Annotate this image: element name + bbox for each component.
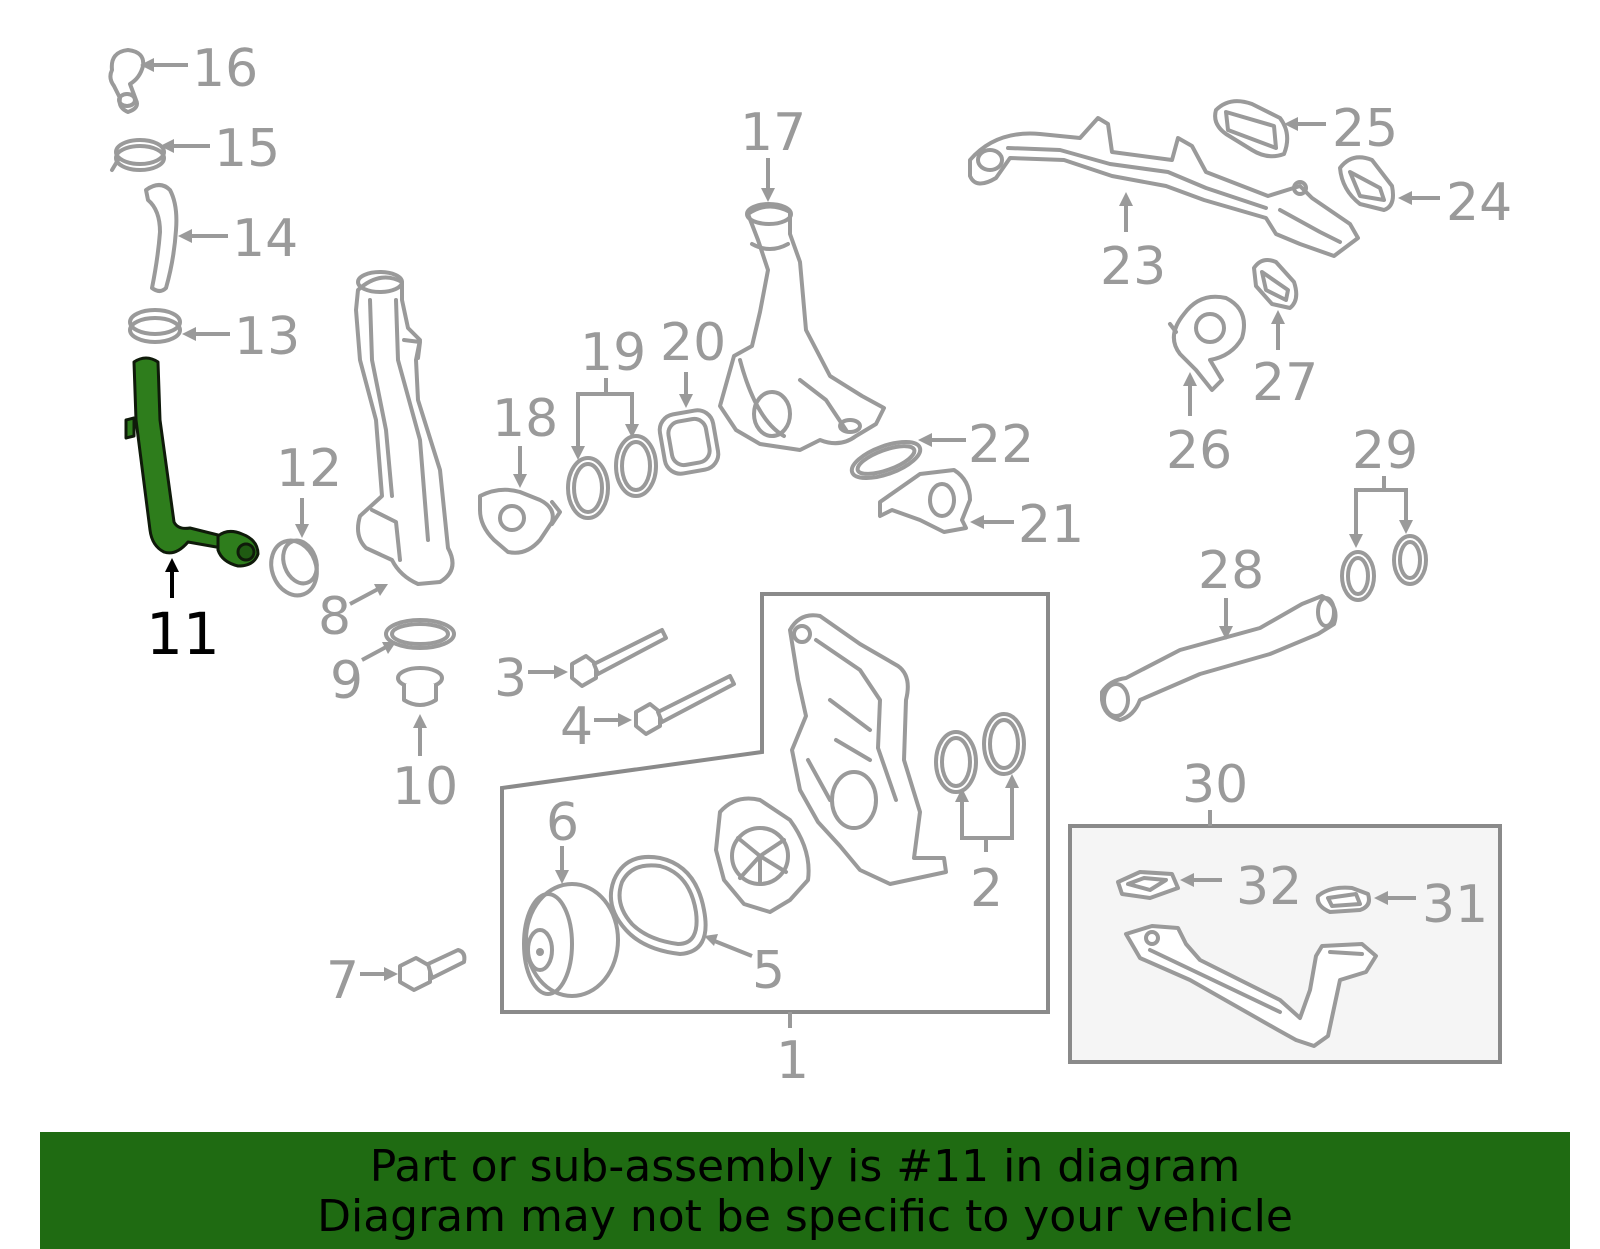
part-31[interactable]: [1315, 885, 1371, 914]
callout-23: 23: [1100, 237, 1166, 297]
callout-30: 30: [1182, 755, 1248, 815]
callout-13: 13: [234, 307, 300, 367]
part-22[interactable]: [847, 435, 924, 486]
callout-9: 9: [330, 651, 363, 711]
part-7[interactable]: [398, 948, 467, 992]
part-13[interactable]: [128, 308, 182, 344]
part-24[interactable]: [1338, 155, 1395, 212]
group-box-1: [500, 592, 1050, 1014]
callout-11: 11: [146, 600, 220, 668]
callout-28: 28: [1198, 541, 1264, 601]
callout-2: 2: [970, 859, 1003, 919]
part-21[interactable]: [878, 468, 972, 534]
callout-18: 18: [492, 389, 558, 449]
callout-4: 4: [560, 697, 593, 757]
part-29[interactable]: [1340, 534, 1428, 602]
callout-27: 27: [1252, 353, 1318, 413]
part-26[interactable]: [1168, 294, 1246, 392]
callout-25: 25: [1332, 99, 1398, 159]
banner-line-2: Diagram may not be specific to your vehi…: [317, 1191, 1293, 1242]
part-3[interactable]: [570, 628, 668, 688]
callout-32: 32: [1236, 857, 1302, 917]
callout-5: 5: [752, 941, 785, 1001]
callout-19: 19: [580, 323, 646, 383]
callout-16: 16: [192, 39, 258, 99]
part-9[interactable]: [384, 618, 456, 650]
callout-7: 7: [326, 951, 359, 1011]
part-5[interactable]: [609, 855, 708, 956]
callout-20: 20: [660, 313, 726, 373]
callout-1: 1: [776, 1031, 809, 1091]
timing-cover[interactable]: [788, 613, 948, 886]
part-12[interactable]: [264, 534, 324, 602]
callout-6: 6: [546, 793, 579, 853]
part-16[interactable]: [108, 48, 146, 114]
callout-12: 12: [276, 439, 342, 499]
callout-15: 15: [214, 119, 280, 179]
part-17[interactable]: [718, 202, 886, 452]
callout-21: 21: [1018, 495, 1084, 555]
part-27[interactable]: [1252, 258, 1299, 310]
callout-3: 3: [494, 649, 527, 709]
water-pump-body[interactable]: [714, 796, 811, 914]
callout-24: 24: [1446, 173, 1512, 233]
callout-8: 8: [318, 587, 351, 647]
part-8[interactable]: [354, 270, 455, 586]
part-32[interactable]: [1116, 870, 1180, 900]
part-15[interactable]: [110, 138, 166, 172]
part-11-highlighted[interactable]: [124, 356, 260, 568]
part-6[interactable]: [522, 882, 620, 998]
part-23[interactable]: [968, 116, 1360, 258]
callout-31: 31: [1422, 875, 1488, 935]
part-25[interactable]: [1213, 99, 1290, 159]
part-2[interactable]: [934, 712, 1026, 794]
info-banner: Part or sub-assembly is #11 in diagram D…: [40, 1132, 1570, 1249]
part-10[interactable]: [396, 666, 444, 707]
part-20[interactable]: [657, 408, 721, 476]
callout-14: 14: [232, 209, 298, 269]
part-30-pipe[interactable]: [1124, 924, 1378, 1048]
banner-line-1: Part or sub-assembly is #11 in diagram: [369, 1141, 1241, 1192]
callout-22: 22: [968, 415, 1034, 475]
callout-29: 29: [1352, 421, 1418, 481]
part-18[interactable]: [478, 487, 562, 555]
part-14[interactable]: [144, 183, 179, 293]
part-28[interactable]: [1100, 594, 1338, 722]
part-4[interactable]: [634, 674, 736, 736]
part-19[interactable]: [566, 434, 658, 520]
callout-17: 17: [740, 103, 806, 163]
callout-26: 26: [1166, 421, 1232, 481]
callout-10: 10: [392, 757, 458, 817]
